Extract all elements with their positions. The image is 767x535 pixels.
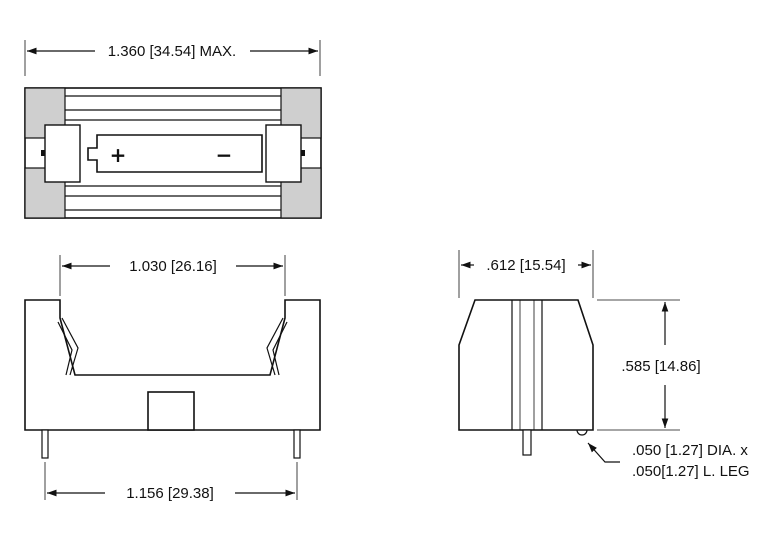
side-body <box>458 299 594 431</box>
top-left-tab <box>41 150 45 156</box>
top-width-label: 1.360 [34.54] MAX. <box>108 43 236 60</box>
top-right-tab <box>301 150 305 156</box>
front-right-pin <box>293 429 301 459</box>
side-leg-bump <box>576 429 588 436</box>
front-body <box>24 299 321 431</box>
front-right-spring <box>266 317 284 376</box>
top-left-contact <box>44 124 81 183</box>
leg-label-line1: .050 [1.27] DIA. x <box>632 442 748 459</box>
leg-label-line2: .050[1.27] L. LEG <box>632 463 750 480</box>
front-view: 1.030 [26.16] 1.156 [29.38] <box>24 255 321 502</box>
side-pin <box>522 429 532 456</box>
front-center-boss <box>147 391 195 431</box>
front-right-spring-inner <box>272 321 288 376</box>
front-left-spring <box>61 317 79 376</box>
leg-leader-arrow <box>587 442 620 463</box>
side-view: .612 [15.54] .585 [14.86] .050 [1.27] DI… <box>458 250 750 480</box>
front-inner-width-label: 1.030 [26.16] <box>129 258 217 275</box>
side-depth-label: .612 [15.54] <box>486 257 565 274</box>
top-view: 1.360 [34.54] MAX. + − <box>24 40 322 219</box>
battery-outline <box>87 134 263 173</box>
front-left-pin <box>41 429 49 459</box>
minus-symbol: − <box>216 143 233 167</box>
plus-symbol: + <box>110 143 127 167</box>
front-left-spring-inner <box>57 321 73 376</box>
side-height-label: .585 [14.86] <box>621 358 700 375</box>
top-right-contact <box>265 124 302 183</box>
front-pin-spacing-label: 1.156 [29.38] <box>126 485 214 502</box>
